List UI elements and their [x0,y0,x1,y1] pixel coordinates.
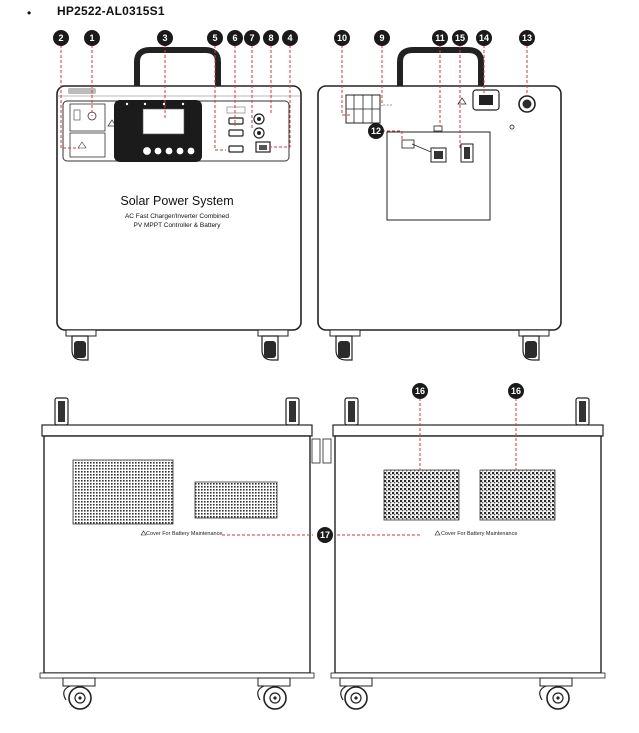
model-title: HP2522-AL0315S1 [57,4,165,18]
callout-16-left: 16 [412,383,428,399]
callout-1: 1 [84,30,100,46]
right-side-view: Cover For Battery Maintenance [322,397,606,710]
usb-port-2 [228,129,244,137]
svg-text:11: 11 [435,33,445,43]
left-side-top-bar [41,424,313,437]
left-cover-label: Cover For Battery Maintenance [146,531,222,537]
callout-6: 6 [227,30,243,46]
svg-text:12: 12 [371,126,381,136]
callout-3: 3 [157,30,173,46]
front-title: Solar Power System [120,194,233,208]
front-subtitle-2: PV MPPT Controller & Battery [134,222,222,229]
callout-16-right: 16 [508,383,524,399]
right-side-top-bar [332,424,604,437]
svg-text:16: 16 [415,386,425,396]
bullet-point: • [27,6,32,20]
svg-text:17: 17 [320,530,330,540]
svg-text:= = =: = = = [383,102,393,107]
front-brand-logo [68,88,96,94]
svg-text:13: 13 [522,33,532,43]
callout-15: 15 [452,30,468,46]
callout-14: 14 [476,30,492,46]
svg-text:6: 6 [232,33,237,43]
callout-7: 7 [244,30,260,46]
fan-vent-left [383,469,460,521]
callout-5: 5 [207,30,223,46]
svg-text:16: 16 [511,386,521,396]
svg-text:2: 2 [58,33,63,43]
front-view: Solar Power System AC Fast Charger/Inver… [56,47,302,361]
callout-12: 12 [368,123,384,139]
callout-13: 13 [519,30,535,46]
right-side-body [334,435,602,674]
callout-9: 9 [374,30,390,46]
svg-text:5: 5 [212,33,217,43]
ac-outlet [69,132,106,158]
callout-10: 10 [334,30,350,46]
callout-11: 11 [432,30,448,46]
svg-text:3: 3 [162,33,167,43]
callout-8: 8 [263,30,279,46]
usb-port-1 [228,117,244,125]
leader-lines [60,45,528,536]
callout-2: 2 [53,30,69,46]
callout-4: 4 [282,30,298,46]
svg-text:7: 7 [249,33,254,43]
svg-text:10: 10 [337,33,347,43]
front-handle [134,47,221,86]
vent-grille-large [72,459,174,525]
rear-view: = = = [317,47,562,361]
callout-17: 17 [317,527,333,543]
vent-grille-small [194,481,278,519]
front-subtitle-1: AC Fast Charger/Inverter Combined [125,213,229,220]
left-side-view: Cover For Battery Maintenance [39,397,321,710]
svg-text:15: 15 [455,33,465,43]
callouts: 1 2 3 4 5 6 7 8 9 10 11 12 13 14 15 16 1… [53,30,535,543]
usb-port-3 [228,145,244,153]
svg-text:4: 4 [287,33,292,43]
fan-vent-right [479,469,556,521]
svg-text:1: 1 [89,33,94,43]
right-cover-label: Cover For Battery Maintenance [441,531,517,537]
svg-text:9: 9 [379,33,384,43]
svg-text:8: 8 [268,33,273,43]
lcd-screen [142,108,185,135]
svg-text:14: 14 [479,33,489,43]
